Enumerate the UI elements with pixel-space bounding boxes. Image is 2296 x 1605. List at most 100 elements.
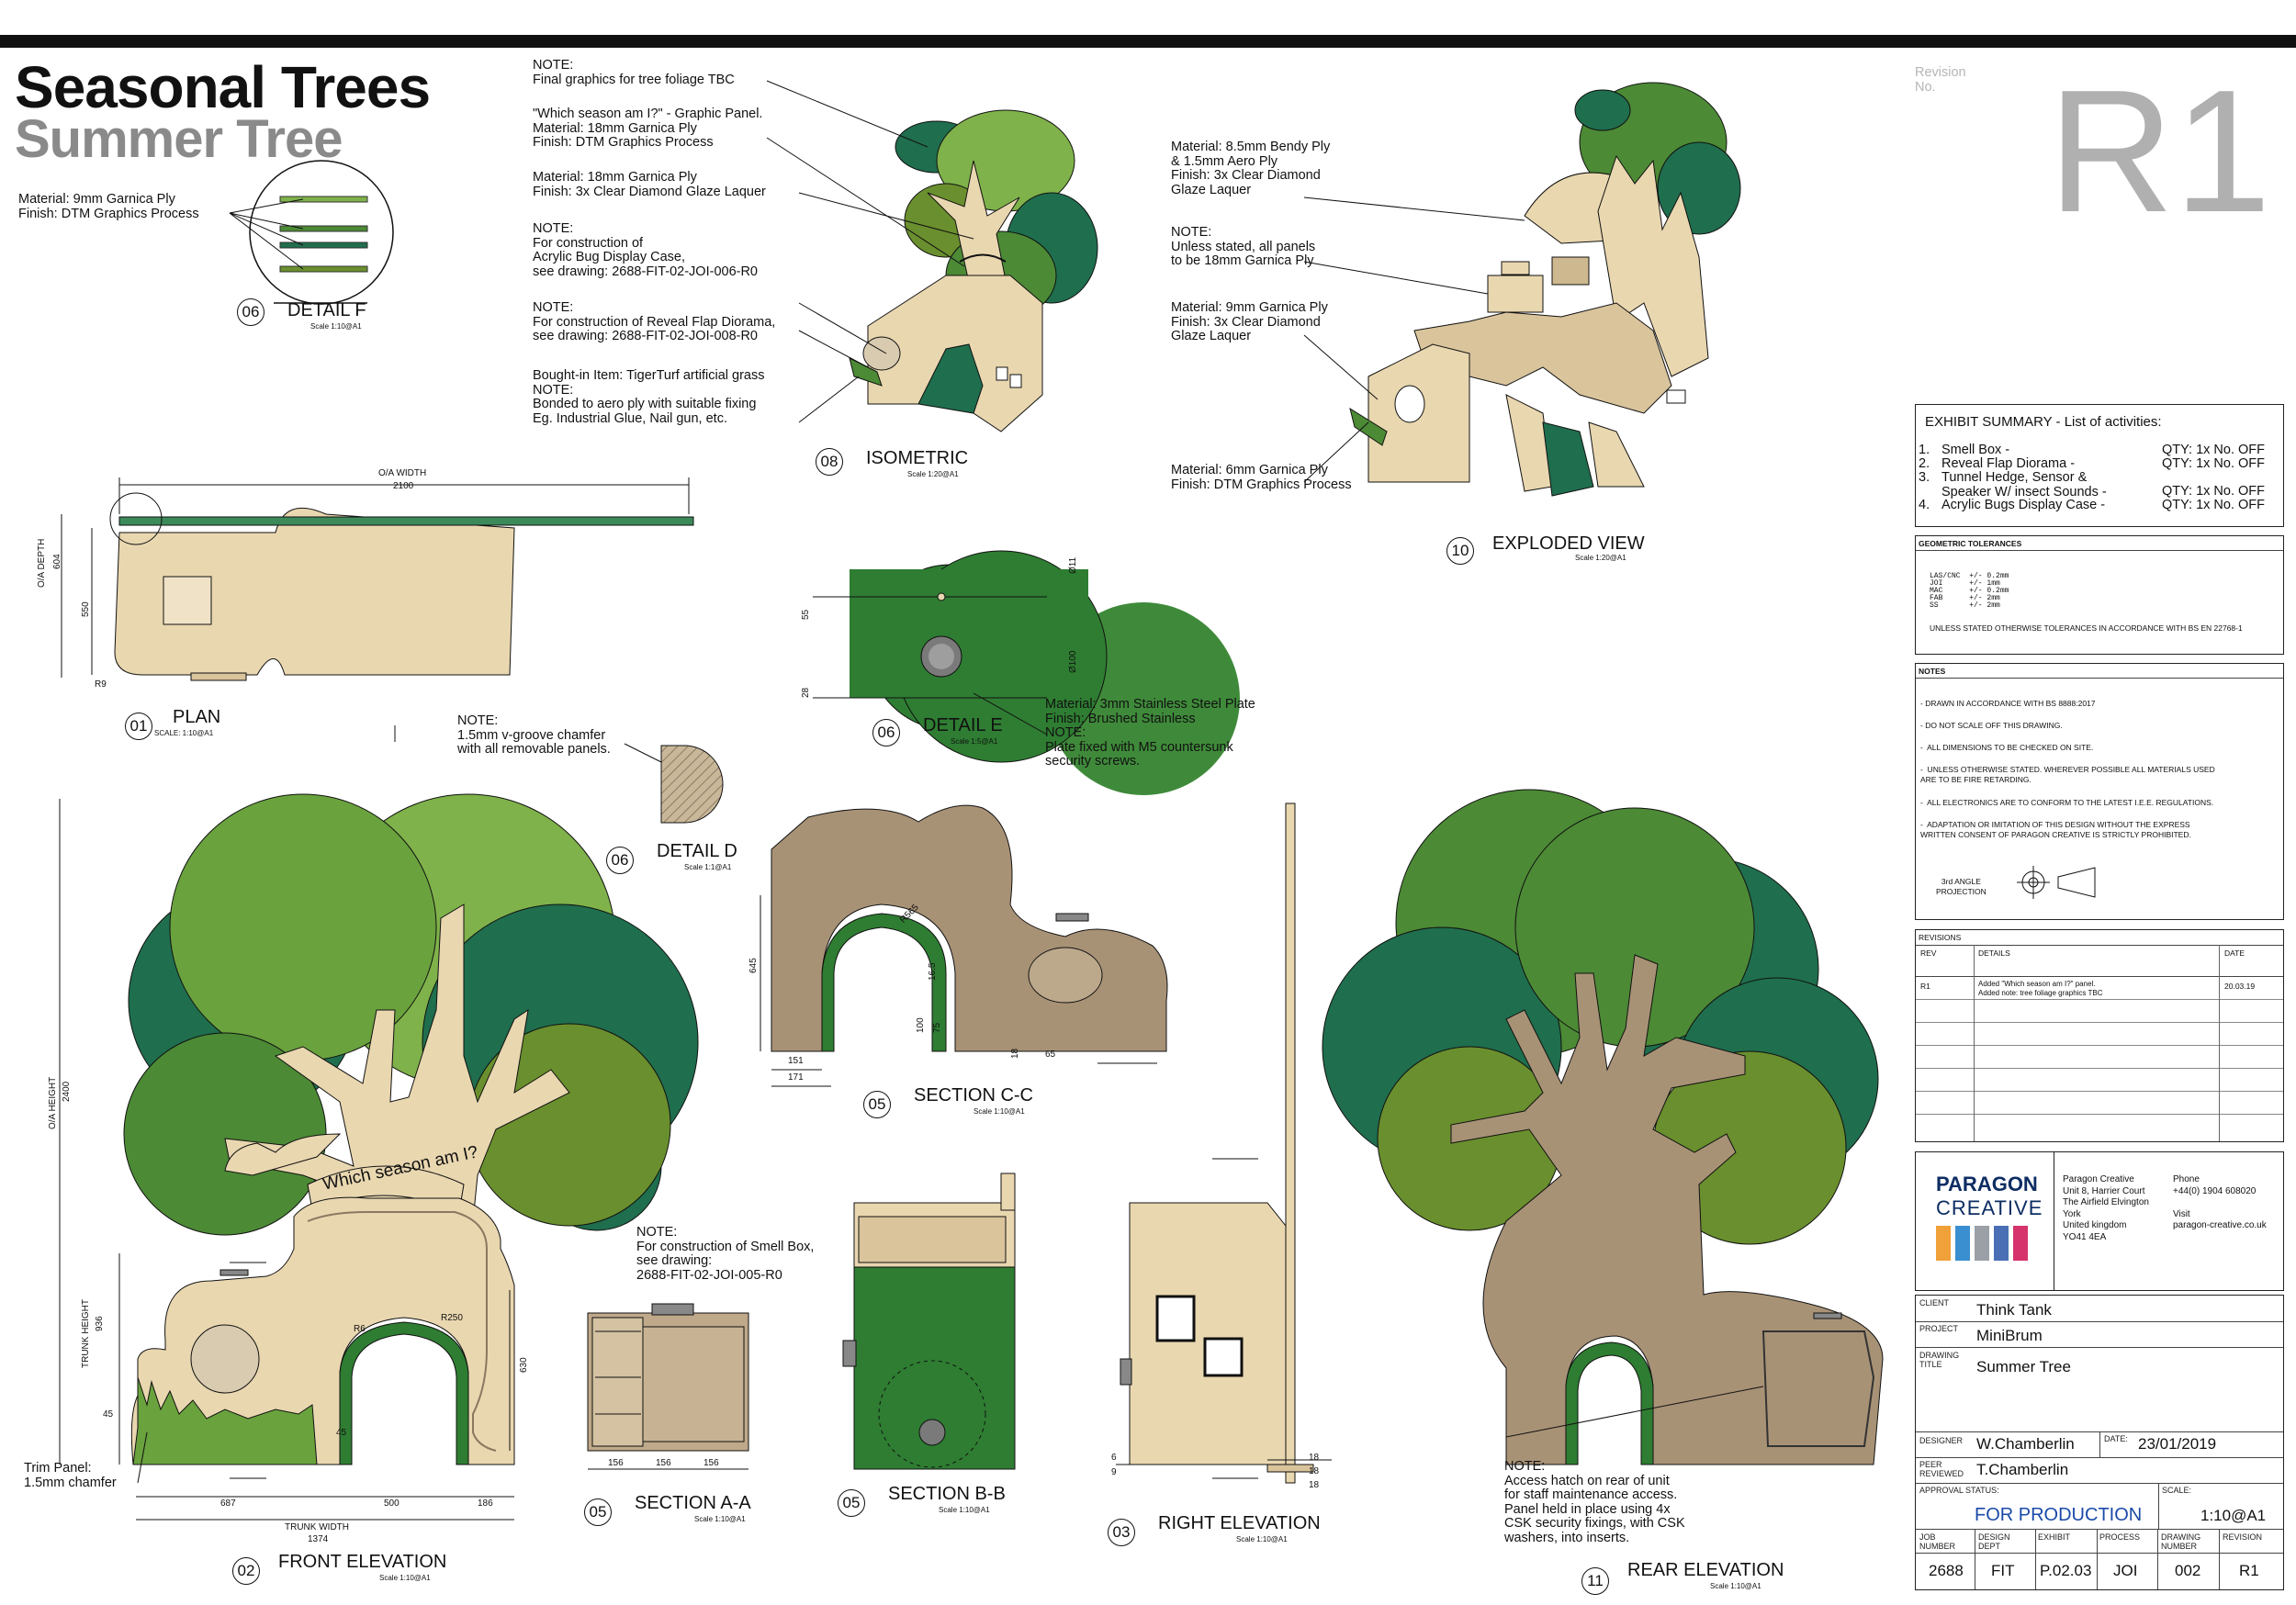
dim-630: 630: [519, 1357, 529, 1373]
company-logo: PARAGON CREATIVE: [1916, 1152, 2054, 1290]
dim-trunk-height-label: TRUNK HEIGHT: [81, 1299, 91, 1368]
detail-f-graphic: [229, 160, 394, 305]
rev-header-rev: REV: [1920, 948, 1937, 958]
exhibit-item-1-name: Smell Box -: [1941, 443, 2010, 457]
notes-panel: NOTES - DRAWN IN ACCORDANCE WITH BS 8888…: [1915, 663, 2284, 920]
detail-d-graphic: [660, 745, 724, 824]
footer-revision: R1: [2239, 1562, 2259, 1579]
exploded-note-bendy-ply: Material: 8.5mm Bendy Ply & 1.5mm Aero P…: [1171, 140, 1331, 197]
detail-d-note: NOTE: 1.5mm v-groove chamfer with all re…: [457, 713, 611, 757]
dim-687: 687: [220, 1498, 236, 1509]
note-2: - DO NOT SCALE OFF THIS DRAWING.: [1920, 721, 2063, 730]
dim-550: 550: [81, 601, 91, 617]
dim-re-18c: 18: [1309, 1480, 1320, 1490]
exhibit-item-2-name: Reveal Flap Diorama -: [1941, 456, 2076, 471]
front-elevation-graphic: [59, 793, 699, 1521]
top-border-bar: [0, 35, 2296, 48]
dim-r250: R250: [441, 1313, 463, 1323]
dim-e-11: Ø11: [1068, 556, 1078, 574]
footer-drawing-number: 002: [2175, 1562, 2201, 1579]
dim-oa-width-label: O/A WIDTH: [378, 468, 427, 478]
projection-label: 3rd ANGLE PROJECTION: [1936, 877, 1986, 896]
revision-value: R1: [2048, 54, 2271, 249]
logo-bar-2: [1955, 1226, 1970, 1261]
iso-note-graphic-panel: "Which season am I?" - Graphic Panel. Ma…: [533, 107, 763, 150]
rev-row-1-details: Added "Which season am I?" panel. Added …: [1978, 980, 2103, 997]
footer-header-job: JOB NUMBER: [1919, 1532, 1956, 1551]
date-value: 23/01/2019: [2138, 1435, 2217, 1453]
footer-exhibit: P.02.03: [2040, 1562, 2092, 1579]
dim-re-9: 9: [1111, 1467, 1117, 1477]
rev-header-date: DATE: [2224, 948, 2245, 958]
dim-re-18b: 18: [1309, 1466, 1320, 1476]
dim-a-156-3: 156: [703, 1458, 719, 1468]
exhibit-item-3-qty: QTY: 1x No. OFF: [2162, 484, 2265, 499]
exhibit-item-4-num: 4.: [1919, 498, 1930, 512]
exhibit-summary-panel: EXHIBIT SUMMARY - List of activities: 1.…: [1915, 404, 2284, 527]
rev-header-details: DETAILS: [1978, 948, 2010, 958]
dim-c-18: 18: [1010, 1048, 1020, 1059]
dim-trunk-width-label: TRUNK WIDTH: [285, 1522, 349, 1532]
footer-header-exhibit: EXHIBIT: [2038, 1532, 2071, 1542]
section-cc-graphic: [760, 804, 1168, 1087]
iso-note-bug-case: NOTE: For construction of Acrylic Bug Di…: [533, 221, 758, 279]
footer-process: JOI: [2113, 1562, 2138, 1579]
project-value: MiniBrum: [1976, 1327, 2043, 1344]
drawing-title: Seasonal Trees: [15, 54, 431, 120]
dim-trunk-height: 936: [95, 1316, 105, 1331]
footer-design-dept: FIT: [1991, 1562, 2015, 1579]
client-value: Think Tank: [1976, 1301, 2052, 1319]
note-3: - ALL DIMENSIONS TO BE CHECKED ON SITE.: [1920, 743, 2094, 752]
dim-r9: R9: [95, 679, 107, 690]
drawing-title-value: Summer Tree: [1976, 1358, 2071, 1375]
footer-header-process: PROCESS: [2099, 1532, 2141, 1542]
rev-row-1-date: 20.03.19: [2224, 982, 2256, 991]
exploded-note-panels: NOTE: Unless stated, all panels to be 18…: [1171, 225, 1316, 268]
revision-label: Revision No.: [1915, 65, 1966, 95]
peer-reviewed-value: T.Chamberlin: [1976, 1461, 2069, 1478]
section-aa-graphic: [587, 1303, 749, 1470]
logo-bar-4: [1994, 1226, 2009, 1261]
dim-c-100: 100: [916, 1017, 926, 1033]
rev-row-1-rev: R1: [1920, 982, 1930, 991]
rear-access-note: NOTE: Access hatch on rear of unit for s…: [1504, 1459, 1685, 1545]
company-address: Paragon Creative Unit 8, Harrier Court T…: [2063, 1174, 2149, 1242]
footer-header-revision: REVISION: [2223, 1532, 2263, 1542]
footer-header-drawing: DRAWING NUMBER: [2161, 1532, 2201, 1551]
revisions-title: REVISIONS: [1919, 933, 1962, 942]
dim-oa-height: 2400: [62, 1081, 72, 1102]
dim-c-645: 645: [748, 958, 759, 973]
exploded-view-graphic: [1349, 82, 1741, 497]
iso-note-material: Material: 18mm Garnica Ply Finish: 3x Cl…: [533, 170, 766, 199]
dim-e-28: 28: [801, 687, 811, 698]
logo-bar-5: [2013, 1226, 2028, 1261]
section-bb-graphic: [842, 1173, 1016, 1470]
exhibit-item-3-name: Tunnel Hedge, Sensor & Speaker W/ insect…: [1941, 470, 2107, 499]
drawing-title-label: DRAWING TITLE: [1919, 1351, 1960, 1369]
dim-oa-depth-label: O/A DEPTH: [37, 538, 47, 588]
exhibit-item-1-num: 1.: [1919, 443, 1930, 457]
dim-c-75: 75: [932, 1022, 942, 1033]
notes-title: NOTES: [1919, 667, 1946, 676]
right-elevation-graphic: [1116, 802, 1332, 1484]
dim-re-6: 6: [1111, 1453, 1117, 1463]
exhibit-item-4-qty: QTY: 1x No. OFF: [2162, 498, 2265, 512]
footer-job-number: 2688: [1929, 1562, 1964, 1579]
dim-45-right: 45: [336, 1428, 347, 1438]
note-1: - DRAWN IN ACCORDANCE WITH BS 8888:2017: [1920, 699, 2096, 708]
dim-186: 186: [478, 1498, 493, 1509]
exploded-note-9mm: Material: 9mm Garnica Ply Finish: 3x Cle…: [1171, 300, 1328, 343]
detail-e-graphic: [813, 550, 1240, 795]
title-block: CLIENT Think Tank PROJECT MiniBrum DRAWI…: [1915, 1295, 2284, 1590]
revisions-panel: REVISIONS REV DETAILS DATE R1 Added "Whi…: [1915, 929, 2284, 1142]
iso-note-reveal-flap: NOTE: For construction of Reveal Flap Di…: [533, 300, 776, 343]
designer-label: DESIGNER: [1919, 1436, 1964, 1445]
smell-box-note: NOTE: For construction of Smell Box, see…: [636, 1225, 815, 1283]
peer-reviewed-label: PEER REVIEWED: [1919, 1460, 1964, 1478]
dim-c-65: 65: [1045, 1049, 1056, 1060]
client-label: CLIENT: [1919, 1298, 1950, 1308]
dim-a-156-1: 156: [608, 1458, 624, 1468]
dim-trunk-width: 1374: [308, 1534, 329, 1544]
note-4: - UNLESS OTHERWISE STATED. WHEREVER POSS…: [1920, 765, 2215, 784]
logo-bar-1: [1936, 1226, 1951, 1261]
